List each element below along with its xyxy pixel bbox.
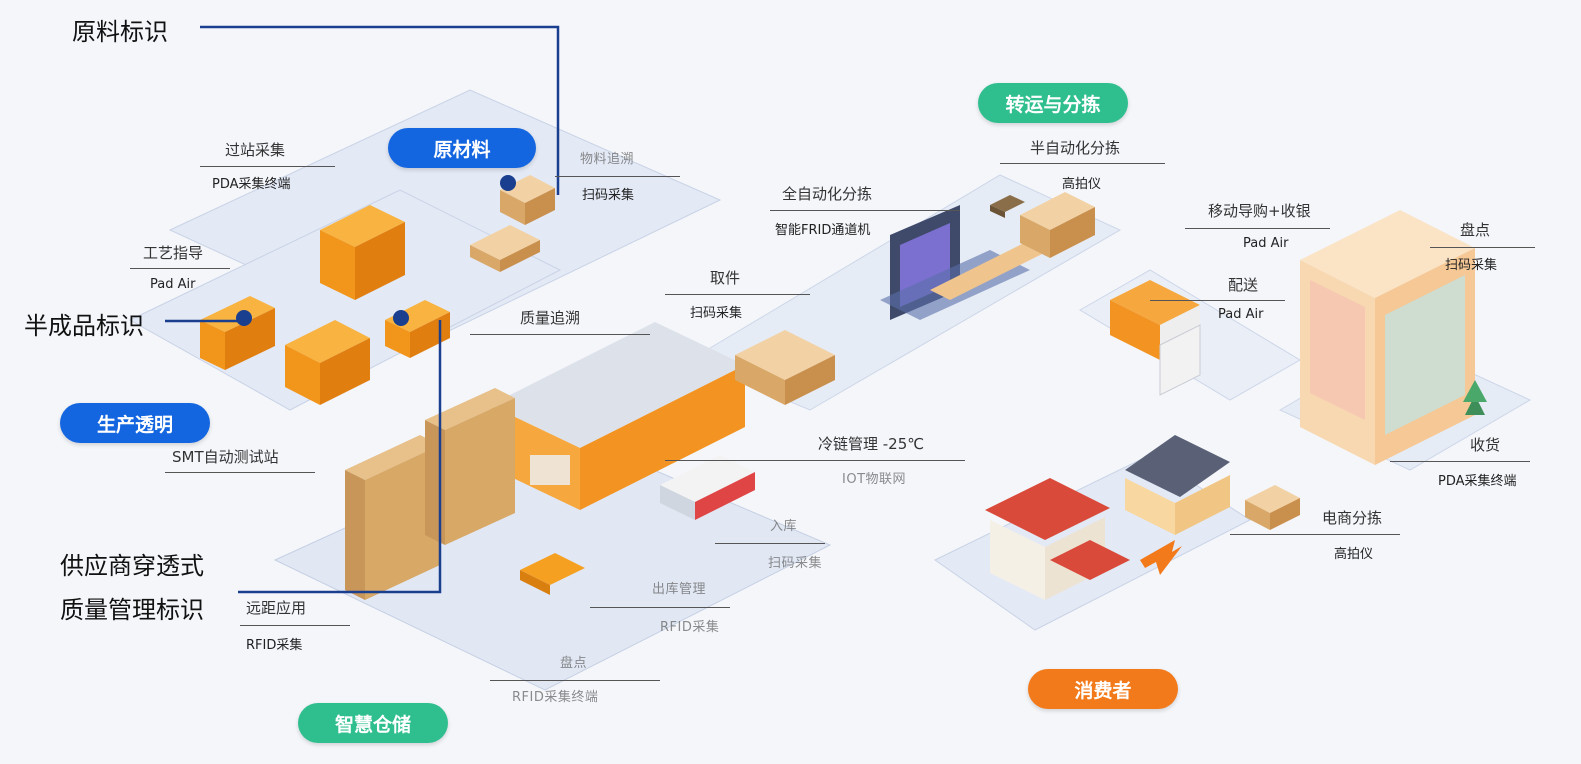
raw-material-marker bbox=[500, 175, 516, 191]
retail-store bbox=[1300, 210, 1475, 465]
mobile-cashier-title: 移动导购+收银 bbox=[1208, 200, 1311, 221]
raw-material-mark-callout: 原料标识 bbox=[72, 12, 168, 47]
semi-auto-sort-device: 高拍仪 bbox=[1062, 173, 1101, 192]
semi-finished-mark-callout: 半成品标识 bbox=[24, 306, 144, 341]
material-scan-device: 扫码采集 bbox=[582, 184, 634, 203]
receiving-device: PDA采集终端 bbox=[1438, 470, 1517, 489]
full-auto-sort-device: 智能FRID通道机 bbox=[775, 219, 870, 238]
rule-cold-chain bbox=[665, 460, 965, 461]
rule-blur-c bbox=[490, 680, 660, 681]
receiving-title: 收货 bbox=[1470, 434, 1500, 455]
supplier-callout-line2: 质量管理标识 bbox=[60, 590, 204, 625]
full-auto-sort-title: 全自动化分拣 bbox=[782, 183, 872, 204]
delivery-title: 配送 bbox=[1228, 274, 1258, 295]
semi-finished-marker bbox=[236, 310, 252, 326]
zone-raw-material-badge: 原材料 bbox=[388, 128, 536, 168]
delivery-device: Pad Air bbox=[1218, 307, 1263, 322]
ecommerce-sort-title: 电商分拣 bbox=[1322, 507, 1382, 528]
ecommerce-sort-device: 高拍仪 bbox=[1334, 543, 1373, 562]
rule-ecommerce-sort bbox=[1230, 534, 1400, 535]
rule-receiving bbox=[1390, 461, 1530, 462]
rule-mobile-cashier bbox=[1185, 228, 1330, 229]
rule-inventory-check bbox=[1430, 247, 1535, 248]
mobile-cashier-device: Pad Air bbox=[1243, 236, 1288, 251]
blur-a-device: 扫码采集 bbox=[768, 552, 822, 571]
rule-blur-b bbox=[590, 607, 730, 608]
process-guide-title: 工艺指导 bbox=[143, 242, 203, 263]
zone-warehouse-badge: 智慧仓储 bbox=[298, 703, 448, 743]
parcel-boxes bbox=[1245, 485, 1300, 530]
blur-b-title: 出库管理 bbox=[652, 578, 706, 597]
supplier-callout-line1: 供应商穿透式 bbox=[60, 546, 204, 581]
remote-app-device: RFID采集 bbox=[246, 634, 302, 653]
material-scan-title: 物料追溯 bbox=[580, 148, 634, 167]
cold-chain-title: 冷链管理 -25℃ bbox=[818, 433, 924, 454]
rule-blur-a bbox=[715, 543, 825, 544]
blur-c-device: RFID采集终端 bbox=[512, 686, 598, 705]
zone-transport-badge: 转运与分拣 bbox=[978, 83, 1128, 123]
supplier-marker bbox=[393, 310, 409, 326]
zone-production-badge: 生产透明 bbox=[60, 403, 210, 443]
remote-app-title: 远距应用 bbox=[246, 597, 306, 618]
pickup-device: 扫码采集 bbox=[690, 302, 742, 321]
rule-material-scan bbox=[555, 176, 680, 177]
station-collect-device: PDA采集终端 bbox=[212, 173, 291, 192]
pickup-title: 取件 bbox=[710, 267, 740, 288]
smt-test-title: SMT自动测试站 bbox=[172, 446, 279, 467]
rule-station-collect bbox=[200, 166, 335, 167]
rule-process-guide bbox=[130, 268, 230, 269]
quality-trace-title: 质量追溯 bbox=[520, 307, 580, 328]
process-guide-device: Pad Air bbox=[150, 277, 195, 292]
blur-a-title: 入库 bbox=[770, 515, 797, 534]
rule-smt-test bbox=[165, 472, 315, 473]
rule-semi-auto-sort bbox=[1000, 163, 1165, 164]
blur-c-title: 盘点 bbox=[560, 652, 587, 671]
rule-remote-app bbox=[240, 625, 350, 626]
inventory-check-device: 扫码采集 bbox=[1445, 254, 1497, 273]
zone-consumer-badge: 消费者 bbox=[1028, 669, 1178, 709]
cold-chain-device: IOT物联网 bbox=[842, 468, 906, 487]
rule-pickup bbox=[665, 294, 810, 295]
blur-b-device: RFID采集 bbox=[660, 616, 719, 635]
rule-delivery bbox=[1150, 300, 1285, 301]
rule-quality-trace bbox=[470, 334, 650, 335]
rule-full-auto-sort bbox=[770, 210, 960, 211]
semi-auto-sort-title: 半自动化分拣 bbox=[1030, 137, 1120, 158]
inventory-check-title: 盘点 bbox=[1460, 219, 1490, 240]
station-collect-title: 过站采集 bbox=[225, 139, 285, 160]
